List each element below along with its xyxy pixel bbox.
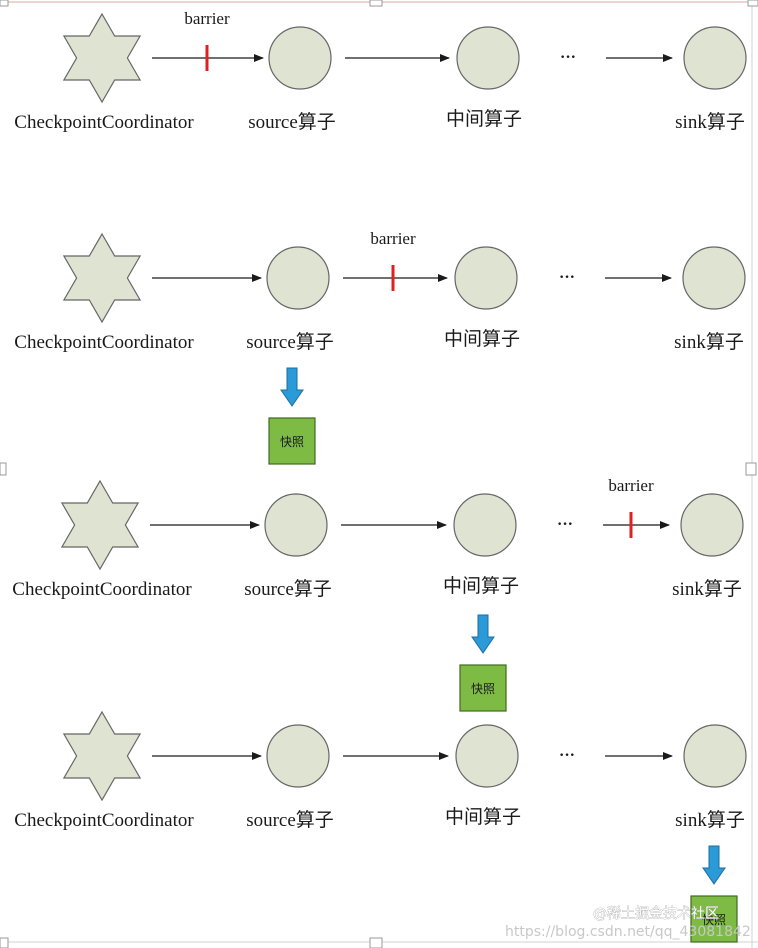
ellipsis: ··· xyxy=(560,49,576,66)
snapshot-arrow-icon xyxy=(471,614,495,654)
watermark-line-2: https://blog.csdn.net/qq_43081842 xyxy=(505,924,751,940)
sink-node-label: sink算子 xyxy=(674,331,744,353)
source-node-label: source算子 xyxy=(244,578,332,600)
source-operator-node xyxy=(264,493,328,557)
checkpoint-coordinator-star-icon xyxy=(62,710,142,802)
sink-operator-node xyxy=(683,724,747,788)
barrier-label: barrier xyxy=(370,229,416,248)
checkpoint-coordinator-star-icon xyxy=(60,479,140,571)
watermark-line-1: @稀土掘金技术社区 xyxy=(593,906,719,922)
middle-operator-node xyxy=(456,26,520,90)
watermark: @稀土掘金技术社区 https://blog.csdn.net/qq_43081… xyxy=(505,906,751,940)
snapshot-arrow-icon xyxy=(280,367,304,407)
ellipsis: ··· xyxy=(559,747,575,764)
coordinator-label: CheckpointCoordinator xyxy=(12,579,192,600)
snapshot-arrow-icon xyxy=(702,845,726,885)
snapshot-label: 快照 xyxy=(702,913,726,927)
checkpoint-coordinator-star-icon xyxy=(62,12,142,104)
ellipsis: ··· xyxy=(557,516,573,533)
sink-operator-node xyxy=(683,26,747,90)
snapshot-label: 快照 xyxy=(280,435,304,449)
sink-node-label: sink算子 xyxy=(672,578,742,600)
middle-operator-node xyxy=(453,493,517,557)
coordinator-label: CheckpointCoordinator xyxy=(14,112,194,133)
sink-operator-node xyxy=(680,493,744,557)
middle-node-label: 中间算子 xyxy=(445,806,521,828)
resize-handle-right-middle xyxy=(745,462,757,476)
middle-node-label: 中间算子 xyxy=(446,108,522,130)
sink-operator-node xyxy=(682,246,746,310)
source-node-label: source算子 xyxy=(246,809,334,831)
barrier-label: barrier xyxy=(608,476,654,495)
snapshot-box xyxy=(459,664,507,712)
barrier-label: barrier xyxy=(184,9,230,28)
checkpoint-coordinator-star-icon xyxy=(62,232,142,324)
snapshot-label: 快照 xyxy=(471,682,495,696)
coordinator-label: CheckpointCoordinator xyxy=(14,810,194,831)
sink-node-label: sink算子 xyxy=(675,111,745,133)
sink-node-label: sink算子 xyxy=(675,809,745,831)
source-node-label: source算子 xyxy=(246,331,334,353)
resize-handle-left-middle xyxy=(0,462,7,476)
middle-operator-node xyxy=(454,246,518,310)
source-node-label: source算子 xyxy=(248,111,336,133)
resize-handle-top-center xyxy=(369,0,383,7)
resize-handle-bottom-left xyxy=(0,937,9,948)
ellipsis: ··· xyxy=(559,269,575,286)
middle-node-label: 中间算子 xyxy=(444,328,520,350)
coordinator-label: CheckpointCoordinator xyxy=(14,332,194,353)
snapshot-box xyxy=(690,895,738,943)
source-operator-node xyxy=(266,724,330,788)
resize-handle-top-right xyxy=(747,0,758,7)
resize-handle-bottom-center xyxy=(369,937,383,948)
resize-handle-top-left xyxy=(0,0,9,7)
middle-operator-node xyxy=(455,724,519,788)
source-operator-node xyxy=(268,26,332,90)
snapshot-box xyxy=(268,417,316,465)
source-operator-node xyxy=(266,246,330,310)
middle-node-label: 中间算子 xyxy=(443,575,519,597)
